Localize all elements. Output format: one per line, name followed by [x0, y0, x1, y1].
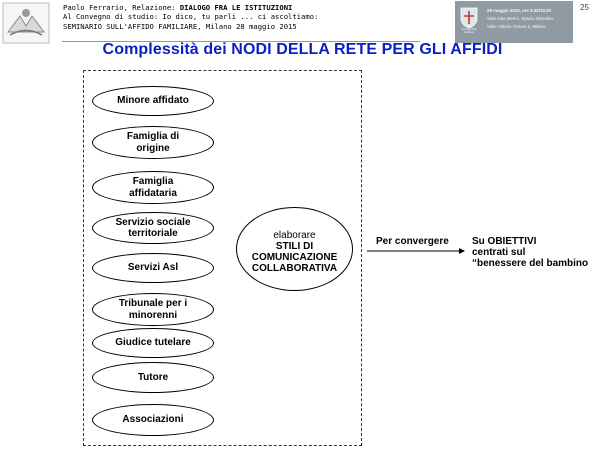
arrow-label: Per convergere: [376, 236, 449, 247]
slide-title: Complessità dei NODI DELLA RETE PER GLI …: [102, 41, 503, 58]
network-nodes-group: [83, 70, 362, 446]
crest-caption: Città metropolitana di Milano: [461, 25, 477, 34]
crest-icon: [458, 5, 480, 39]
node-servizi-asl: Servizi Asl: [92, 253, 214, 283]
center-line-2: STILI DI: [275, 241, 314, 252]
network-logo-icon: [2, 2, 50, 44]
center-line-1: elaborare: [273, 230, 316, 241]
node-tribunale-per-i-minorenni: Tribunale per i minorenni: [92, 293, 214, 326]
report-title: DIALOGO FRA LE ISTITUZIONI: [179, 3, 293, 12]
event-venue-1: Sala Alda Merini, Spazio Oberdan: [487, 16, 553, 21]
header: Paolo Ferrario, Relazione: DIALOGO FRA L…: [63, 3, 423, 31]
communication-styles-ellipse: elaborare STILI DI COMUNICAZIONE COLLABO…: [236, 207, 353, 291]
event-details: 28 maggio 2015, ore 8.30/13.00 Sala Alda…: [487, 7, 553, 31]
event-banner: Città metropolitana di Milano 28 maggio …: [455, 1, 573, 43]
center-line-3: COMUNICAZIONE: [251, 252, 338, 263]
page-number: 25: [580, 3, 589, 12]
header-divider: [62, 41, 420, 42]
node-associazioni: Associazioni: [92, 404, 214, 436]
event-date: 28 maggio 2015, ore 8.30/13.00: [487, 8, 551, 13]
node-giudice-tutelare: Giudice tutelare: [92, 328, 214, 358]
center-line-4: COLLABORATIVA: [251, 263, 338, 274]
node-tutore: Tutore: [92, 362, 214, 393]
objective-line-3: “benessere del bambino: [472, 258, 589, 270]
header-line-1: Paolo Ferrario, Relazione: DIALOGO FRA L…: [63, 3, 293, 12]
header-line-2: Al Convegno di studio: Io dico, tu parli…: [63, 12, 319, 22]
node-famiglia-di-origine: Famiglia di origine: [92, 126, 214, 159]
objective-line-2: centrati sul: [472, 247, 526, 259]
node-minore-affidato: Minore affidato: [92, 86, 214, 116]
objective-text: Su OBIETTIVI centrati sul “benessere del…: [472, 236, 588, 270]
node-famiglia-affidataria: Famiglia affidataria: [92, 171, 214, 204]
event-venue-2: Viale Vittorio Veneto 2, Milano: [487, 24, 546, 29]
right-arrow-icon: [367, 248, 465, 254]
objective-line-1: Su OBIETTIVI: [472, 236, 537, 247]
header-line-3: SEMINARIO SULL'AFFIDO FAMILIARE, Milano …: [63, 21, 297, 31]
node-servizio-sociale-territoriale: Servizio sociale territoriale: [92, 212, 214, 244]
